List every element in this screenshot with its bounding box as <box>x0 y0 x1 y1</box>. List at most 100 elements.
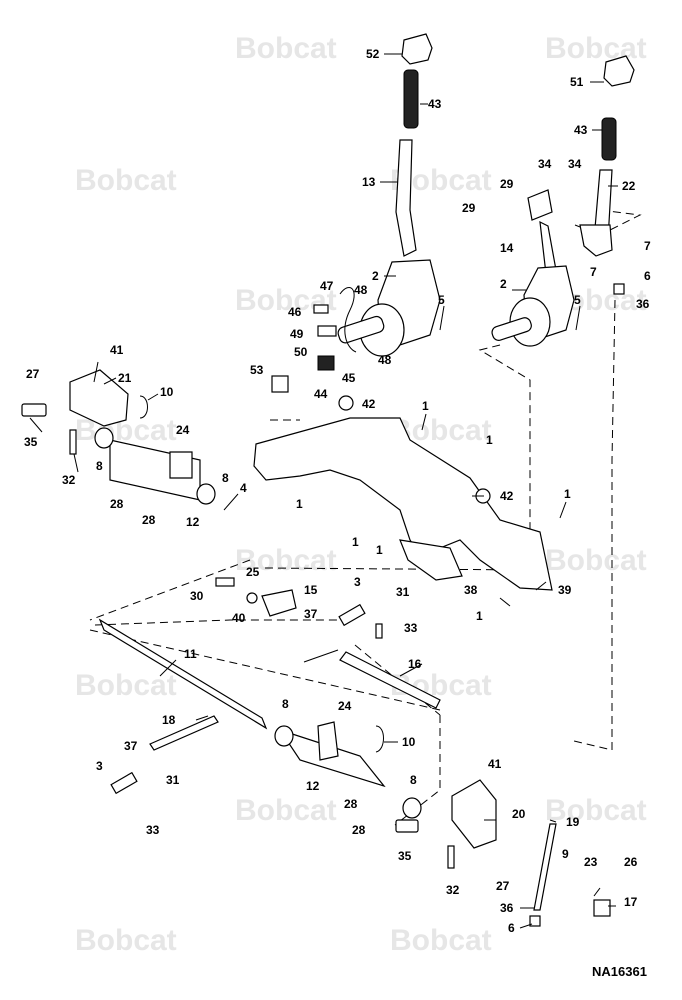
ubolt-10-bottom <box>375 725 384 753</box>
callout-40: 40 <box>232 611 246 625</box>
clamp-17 <box>593 899 611 917</box>
callout-27: 27 <box>26 367 40 381</box>
callout-43: 43 <box>428 97 442 111</box>
callout-24: 24 <box>338 699 352 713</box>
bolt-30 <box>215 577 235 587</box>
callout-8: 8 <box>96 459 103 473</box>
watermark: Bobcat <box>235 794 337 827</box>
callout-24: 24 <box>176 423 190 437</box>
callout-21: 21 <box>118 371 132 385</box>
callout-8: 8 <box>222 471 229 485</box>
callout-41: 41 <box>488 757 502 771</box>
callout-49: 49 <box>290 327 304 341</box>
callout-28: 28 <box>352 823 366 837</box>
callout-34: 34 <box>568 157 582 171</box>
watermark: Bobcat <box>75 669 177 702</box>
callout-33: 33 <box>146 823 160 837</box>
callout-4: 4 <box>240 481 247 495</box>
connector-49 <box>317 325 337 337</box>
callout-37: 37 <box>124 739 138 753</box>
right-joystick-assembly <box>491 55 635 347</box>
grip-sleeve-left <box>403 69 419 129</box>
joystick-handle-right <box>603 55 635 87</box>
callout-8: 8 <box>410 773 417 787</box>
connector-44 <box>317 355 335 371</box>
harness-assembly <box>271 287 357 393</box>
callout-2: 2 <box>372 269 379 283</box>
pin-32-top <box>69 429 77 455</box>
callout-34: 34 <box>538 157 552 171</box>
bracket-21 <box>69 369 129 427</box>
callout-32: 32 <box>446 883 460 897</box>
callout-1: 1 <box>476 609 483 623</box>
callout-6: 6 <box>644 269 651 283</box>
callout-47: 47 <box>320 279 334 293</box>
watermark: Bobcat <box>235 32 337 65</box>
callout-labels: 52 43 13 2 5 47 46 48 49 50 48 53 45 44 … <box>24 47 651 979</box>
callout-29: 29 <box>500 177 514 191</box>
watermark: Bobcat <box>545 32 647 65</box>
rods <box>98 618 557 911</box>
lower-linkage <box>110 721 611 927</box>
callout-1: 1 <box>376 543 383 557</box>
clevis-3-bottom <box>110 771 138 795</box>
frame-main <box>253 417 553 591</box>
rod-16 <box>339 651 441 709</box>
callout-10: 10 <box>160 385 174 399</box>
pivot-bracket-right <box>579 224 613 257</box>
watermark: Bobcat <box>75 924 177 957</box>
bushing-8-bottom-b <box>402 797 422 819</box>
grip-sleeve-right <box>601 117 617 161</box>
callout-11: 11 <box>184 647 197 661</box>
callout-32: 32 <box>62 473 76 487</box>
callout-28: 28 <box>344 797 358 811</box>
callout-9: 9 <box>562 847 569 861</box>
bushing-8-top-b <box>196 483 216 505</box>
callout-1: 1 <box>564 487 571 501</box>
pin-32-bottom <box>447 845 455 869</box>
callout-3: 3 <box>96 759 103 773</box>
callout-39: 39 <box>558 583 572 597</box>
callout-36: 36 <box>500 901 514 915</box>
callout-2: 2 <box>500 277 507 291</box>
callout-8: 8 <box>282 697 289 711</box>
callout-48: 48 <box>378 353 392 367</box>
callout-1: 1 <box>486 433 493 447</box>
lever-rod-left <box>395 139 417 257</box>
callout-15: 15 <box>304 583 318 597</box>
joystick-handle-left <box>401 33 433 65</box>
arm-plate-top <box>169 451 193 479</box>
watermark: Bobcat <box>545 544 647 577</box>
control-frame <box>253 395 553 591</box>
callout-52: 52 <box>366 47 380 61</box>
pin-33-top <box>375 623 383 639</box>
middle-linkage <box>215 577 383 639</box>
callout-22: 22 <box>622 179 636 193</box>
watermark: Bobcat <box>235 544 337 577</box>
callout-19: 19 <box>566 815 580 829</box>
clip-35-top <box>21 403 47 417</box>
callout-7: 7 <box>590 265 597 279</box>
clip-36-bottom <box>529 915 541 927</box>
callout-36: 36 <box>636 297 650 311</box>
shaft-right <box>491 317 532 341</box>
callout-31: 31 <box>396 585 410 599</box>
callout-26: 26 <box>624 855 638 869</box>
frame-foot <box>399 539 463 581</box>
callout-46: 46 <box>288 305 302 319</box>
callout-37: 37 <box>304 607 318 621</box>
callout-13: 13 <box>362 175 376 189</box>
callout-35: 35 <box>398 849 412 863</box>
callout-45: 45 <box>342 371 356 385</box>
upper-left-linkage <box>21 369 216 505</box>
callout-27: 27 <box>496 879 510 893</box>
leader-lines <box>29 53 618 929</box>
callout-42: 42 <box>500 489 514 503</box>
callout-10: 10 <box>402 735 416 749</box>
callout-41: 41 <box>110 343 124 357</box>
callout-18: 18 <box>162 713 176 727</box>
callout-38: 38 <box>464 583 478 597</box>
watermarks: Bobcat Bobcat Bobcat Bobcat Bobcat Bobca… <box>75 32 647 957</box>
rod-11 <box>98 618 268 730</box>
